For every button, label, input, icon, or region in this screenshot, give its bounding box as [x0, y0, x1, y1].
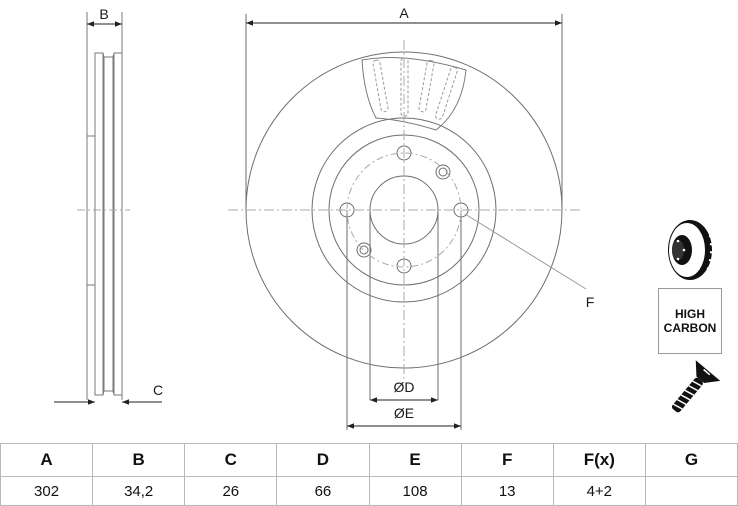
value-g — [644, 476, 738, 506]
value-a: 302 — [0, 476, 94, 506]
value-fx: 4+2 — [552, 476, 646, 506]
header-a: A — [0, 443, 94, 477]
vane-slots — [372, 57, 458, 120]
header-b: B — [92, 443, 186, 477]
header-c: C — [184, 443, 278, 477]
technical-drawing: B C — [54, 5, 721, 430]
header-e: E — [368, 443, 462, 477]
value-b: 34,2 — [92, 476, 186, 506]
header-g: G — [644, 443, 738, 477]
dimension-c-label: C — [153, 382, 163, 398]
spec-header-row: A B C D E F F(x) G — [0, 443, 738, 477]
side-view — [86, 12, 123, 400]
front-view — [245, 14, 563, 430]
high-carbon-badge: HIGH CARBON — [658, 288, 722, 354]
spec-value-row: 302 34,2 26 66 108 13 4+2 — [0, 476, 738, 506]
bolt-circle — [346, 152, 462, 268]
dimension-f-label: F — [586, 294, 595, 310]
dimension-d-label: ØD — [394, 379, 415, 395]
value-e: 108 — [368, 476, 462, 506]
dimension-b-label: B — [99, 6, 108, 22]
vented-brake-disc-icon — [668, 220, 715, 280]
dimension-f-leader — [464, 213, 587, 290]
dimension-a-label: A — [399, 5, 409, 21]
countersunk-screw-icon — [671, 360, 721, 413]
badge-line-1: HIGH — [675, 307, 705, 321]
dimension-e-label: ØE — [394, 405, 414, 421]
value-d: 66 — [276, 476, 370, 506]
header-fx: F(x) — [552, 443, 646, 477]
header-d: D — [276, 443, 370, 477]
value-c: 26 — [184, 476, 278, 506]
value-f: 13 — [460, 476, 554, 506]
header-f: F — [460, 443, 554, 477]
spec-table: A B C D E F F(x) G 302 34,2 26 66 108 13… — [0, 443, 738, 506]
badge-line-2: CARBON — [663, 321, 717, 335]
